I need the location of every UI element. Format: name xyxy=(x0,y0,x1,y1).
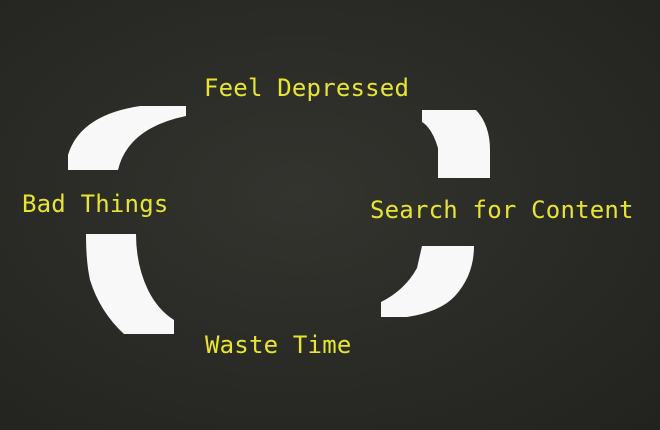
arc-top-left xyxy=(68,106,186,170)
arc-bottom-left xyxy=(86,234,174,334)
node-bad-things: Bad Things xyxy=(22,190,169,218)
arc-top-right xyxy=(422,110,490,178)
arc-bottom-right xyxy=(381,246,474,317)
node-search-for-content: Search for Content xyxy=(370,196,634,224)
node-feel-depressed: Feel Depressed xyxy=(204,74,410,102)
node-waste-time: Waste Time xyxy=(205,331,352,359)
